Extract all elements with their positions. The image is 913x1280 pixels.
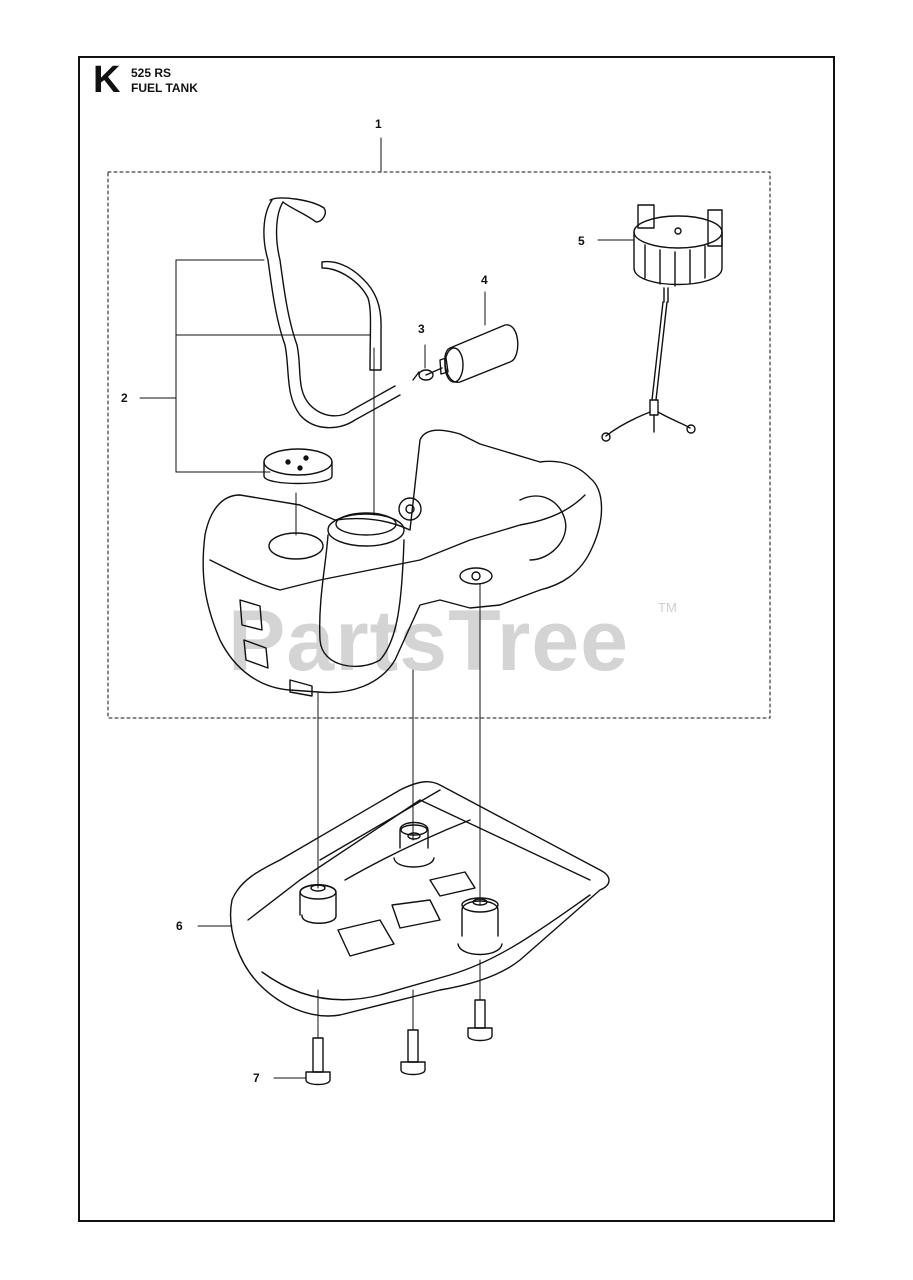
tank-grommet (263, 448, 333, 485)
screw-1 (273, 1037, 331, 1086)
callout-7: 7 (253, 1071, 260, 1085)
tank-protection-plate (197, 781, 610, 1017)
callout-1: 1 (375, 117, 382, 131)
callout-2: 2 (121, 391, 128, 405)
screw-3 (467, 999, 493, 1042)
fuel-tank (202, 429, 603, 697)
fuel-hose-short (321, 260, 382, 371)
watermark-trademark: TM (658, 600, 677, 615)
model-label: 525 RS (131, 66, 172, 80)
section-title: FUEL TANK (131, 81, 198, 95)
assembly-box (107, 171, 771, 719)
leader-2 (139, 259, 371, 473)
watermark: PartsTree (228, 593, 630, 689)
fuel-cap-assembly (597, 204, 723, 442)
callout-5: 5 (578, 234, 585, 248)
fuel-hose-long (263, 197, 401, 429)
diagram-frame (78, 56, 835, 1222)
section-letter: K (93, 59, 121, 101)
hose-clip (412, 344, 434, 381)
fuel-filter (425, 291, 519, 383)
callout-3: 3 (418, 322, 425, 336)
screw-2 (400, 1029, 426, 1076)
callout-6: 6 (176, 919, 183, 933)
callout-4: 4 (481, 273, 488, 287)
